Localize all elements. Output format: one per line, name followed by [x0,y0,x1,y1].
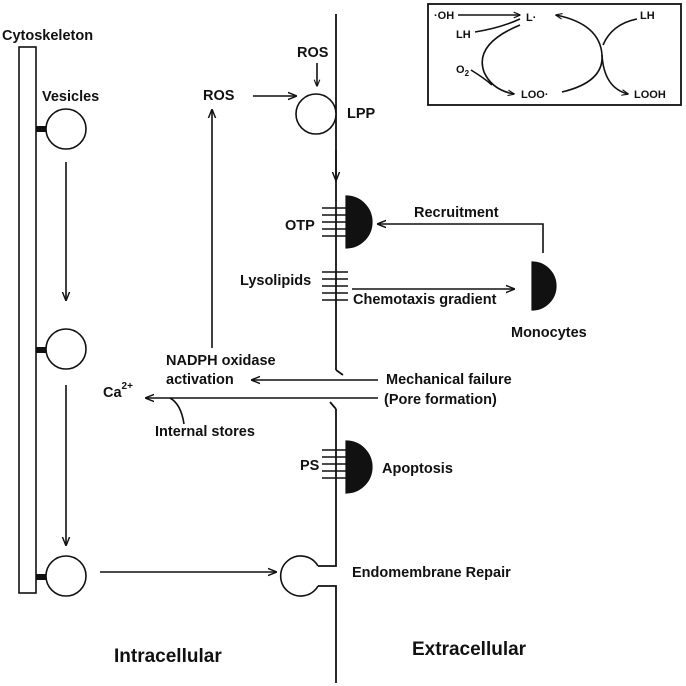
calcium-symbol: Ca [103,385,122,401]
lipid-radical-label: L· [526,12,536,24]
lipid-hydroperoxide-label: LOOH [634,89,666,101]
inset-box [427,3,682,106]
apoptosis-half-moon [345,440,373,494]
plasma-membrane-upper [335,14,344,376]
lysolipids-label: Lysolipids [240,273,311,289]
repair-join-bottom [318,585,337,590]
repair-join-top [318,556,337,567]
internal-stores-label: Internal stores [155,424,255,440]
cytoskeleton-bar [18,46,37,594]
oxygen-label: O2 [456,64,470,78]
apoptosis-label: Apoptosis [382,461,453,477]
internal-stores-curve [169,397,185,425]
monocyte-half-moon [531,261,557,311]
otp-label: OTP [285,218,315,234]
ros-left-label: ROS [203,88,235,104]
ros-top-label: ROS [297,45,329,61]
nadph-label-line2: activation [166,372,234,388]
vesicle-anchor-2 [36,347,46,353]
hydroxyl-radical-label: ·OH [434,10,454,22]
recruitment-arrow [378,224,544,253]
lh-right-curve [602,18,638,46]
vesicle-3 [45,555,87,597]
oxygen-subscript: 2 [465,69,470,78]
ps-ticks [322,449,346,479]
recruitment-label: Recruitment [414,205,499,221]
lh-left-curve [474,18,521,33]
lh-right-label: LH [640,10,655,22]
lpp-vesicle [295,93,337,135]
nadph-label-line1: NADPH oxidase [166,353,276,369]
repair-vesicle [279,555,319,597]
lh-left-label: LH [456,29,471,41]
mechanical-failure-label: Mechanical failure [386,372,512,388]
vesicle-anchor-1 [36,126,46,132]
calcium-label: Ca2+ [103,381,133,401]
peroxyl-radical-label: LOO· [521,89,549,101]
oxygen-symbol: O [456,64,465,76]
endomembrane-repair-label: Endomembrane Repair [352,565,511,581]
peroxyl-to-hydroperoxide-curve [601,54,628,94]
oxygen-curve [470,69,493,86]
pore-formation-label: (Pore formation) [384,392,497,408]
intracellular-label: Intracellular [114,646,222,667]
cytoskeleton-label: Cytoskeleton [2,28,93,44]
vesicles-label: Vesicles [42,89,99,105]
lipid-to-peroxyl-curve [481,24,521,94]
lysolipid-ticks [322,271,348,301]
otp-half-moon [345,195,373,249]
lpp-label: LPP [347,106,376,122]
membrane-break-edge [329,401,337,410]
calcium-charge: 2+ [122,381,134,392]
vesicle-anchor-3 [36,574,46,580]
monocytes-label: Monocytes [511,325,587,341]
vesicle-1 [45,108,87,150]
extracellular-label: Extracellular [412,639,527,660]
chemotaxis-label: Chemotaxis gradient [353,292,497,308]
ps-label: PS [300,458,320,474]
peroxidation-inset: ·OH LH L· LH O2 LOO· LOOH [427,3,682,106]
otp-ticks [322,207,346,237]
vesicle-2 [45,328,87,370]
